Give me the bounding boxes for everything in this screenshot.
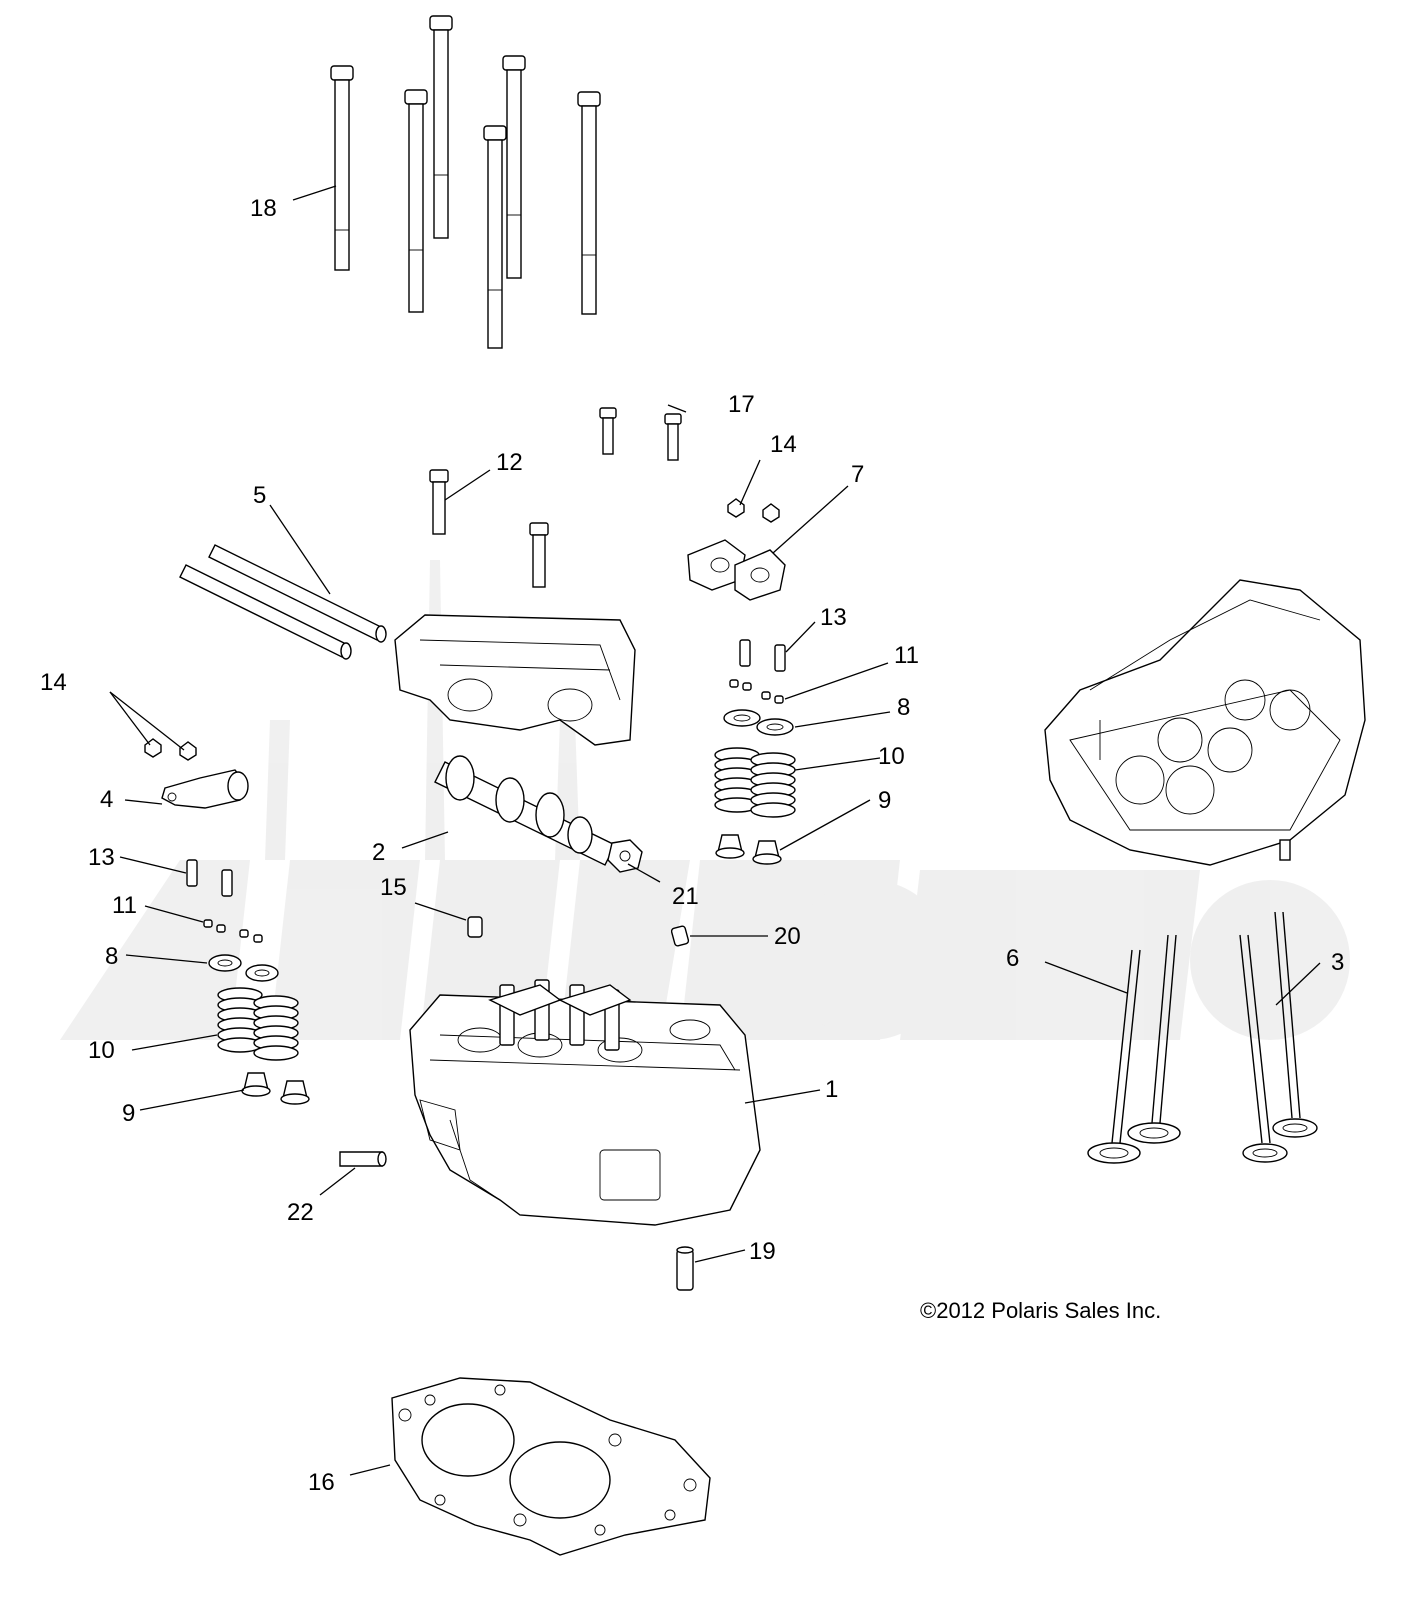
callout-14: 14 (770, 431, 797, 458)
head-bolt (330, 65, 354, 271)
camshaft (434, 755, 643, 873)
callout-11: 11 (894, 642, 919, 669)
adjuster-screws-left (186, 859, 233, 897)
copyright-notice: ©2012 Polaris Sales Inc. (920, 1298, 1161, 1323)
rocker-arm-left (144, 738, 249, 809)
callout-11: 11 (112, 892, 137, 919)
callout-13: 13 (820, 604, 847, 631)
cylinder-head-underside (1044, 579, 1366, 866)
callout-2: 2 (372, 839, 385, 866)
head-bolt (429, 15, 453, 239)
callout-8: 8 (897, 694, 910, 721)
valve-springs-left (217, 987, 299, 1061)
callout-7: 7 (851, 461, 864, 488)
leader-lines (109, 185, 1321, 1476)
callouts: 18 12 17 5 14 7 14 13 11 8 10 9 4 2 21 1… (40, 195, 1344, 1496)
cylinder-head (409, 979, 761, 1226)
spring-retainers-left (208, 954, 279, 982)
callout-18: 18 (250, 195, 277, 222)
valve-keepers-upper (729, 679, 784, 704)
rocker-arm-assembly (687, 498, 786, 601)
callout-19: 19 (749, 1238, 776, 1265)
callout-6: 6 (1006, 945, 1019, 972)
valve-springs-upper (714, 747, 796, 818)
valve-keepers-left (203, 919, 263, 943)
callout-14: 14 (40, 669, 67, 696)
callout-13: 13 (88, 844, 115, 871)
callout-12: 12 (496, 449, 523, 476)
valves (1087, 911, 1318, 1164)
callout-15: 15 (380, 874, 407, 901)
callout-9: 9 (122, 1100, 135, 1127)
valve-stem-seals-left (241, 1072, 310, 1105)
cam-carrier-bolts (429, 407, 682, 588)
callout-3: 3 (1331, 949, 1344, 976)
callout-4: 4 (100, 786, 113, 813)
callout-17: 17 (728, 391, 755, 418)
callout-10: 10 (878, 743, 905, 770)
head-bolt (577, 91, 601, 315)
spring-retainers-upper (723, 709, 794, 736)
callout-5: 5 (253, 482, 266, 509)
exhaust-valve (1272, 911, 1318, 1138)
callout-10: 10 (88, 1037, 115, 1064)
callout-1: 1 (825, 1076, 838, 1103)
rocker-shafts (179, 544, 387, 660)
dowel-pins (339, 916, 694, 1291)
head-bolts (330, 15, 601, 349)
head-bolt (502, 55, 526, 279)
cam-carrier (394, 614, 636, 746)
head-bolt (404, 89, 428, 313)
adjuster-screws-upper (739, 639, 786, 672)
callout-21: 21 (672, 883, 699, 910)
callout-9: 9 (878, 787, 891, 814)
intake-valve (1127, 934, 1181, 1144)
callout-20: 20 (774, 923, 801, 950)
head-bolt (483, 125, 507, 349)
head-gasket (391, 1377, 711, 1556)
intake-valve (1087, 949, 1141, 1164)
valve-stem-seals-upper (715, 834, 782, 865)
callout-8: 8 (105, 943, 118, 970)
exhaust-valve (1239, 934, 1288, 1163)
callout-16: 16 (308, 1469, 335, 1496)
callout-22: 22 (287, 1199, 314, 1226)
